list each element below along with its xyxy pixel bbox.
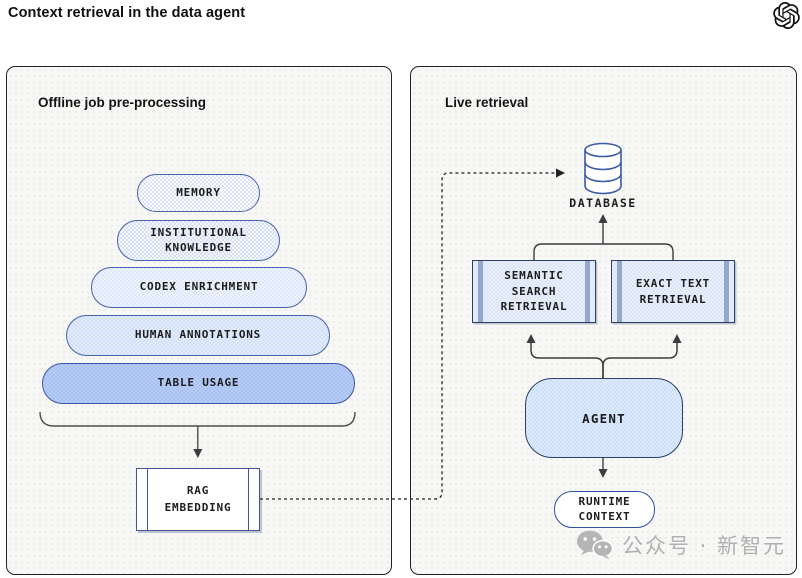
pyramid-memory-node: MEMORY (137, 174, 260, 212)
rag-embedding-label: RAG EMBEDDING (164, 484, 232, 514)
database-icon (584, 142, 622, 195)
exact-text-retrieval-node: EXACT TEXT RETRIEVAL (611, 260, 735, 323)
pyramid-human-annotations-node: HUMAN ANNOTATIONS (66, 315, 330, 356)
pyramid-institutional-knowledge-node: INSTITUTIONAL KNOWLEDGE (117, 220, 280, 261)
live-panel-heading: Live retrieval (445, 95, 529, 110)
semantic-search-retrieval-label: SEMANTIC SEARCH RETRIEVAL (500, 269, 568, 314)
semantic-search-retrieval-node: SEMANTIC SEARCH RETRIEVAL (472, 260, 596, 323)
rag-box-left-bar (147, 469, 148, 530)
runtime-context-node: RUNTIME CONTEXT (554, 491, 655, 528)
exact-text-retrieval-label: EXACT TEXT RETRIEVAL (635, 277, 711, 306)
watermark: 公众号 · 新智元 (576, 529, 786, 560)
rag-box-right-bar (248, 469, 249, 530)
watermark-text: 公众号 · 新智元 (622, 533, 787, 558)
rag-embedding-node: RAG EMBEDDING (136, 468, 260, 531)
offline-panel-heading: Offline job pre-processing (38, 95, 207, 110)
pyramid-table-usage-node: TABLE USAGE (42, 363, 355, 404)
exact-box-left-bar (617, 261, 622, 322)
semantic-box-left-bar (478, 261, 483, 322)
agent-node: AGENT (525, 378, 683, 458)
page-title: Context retrieval in the data agent (8, 5, 246, 21)
exact-box-right-bar (724, 261, 729, 322)
database-label: DATABASE (569, 196, 637, 210)
semantic-box-right-bar (585, 261, 590, 322)
pyramid-codex-enrichment-node: CODEX ENRICHMENT (91, 267, 307, 308)
wechat-icon (576, 530, 613, 560)
openai-logo-icon (773, 2, 800, 29)
